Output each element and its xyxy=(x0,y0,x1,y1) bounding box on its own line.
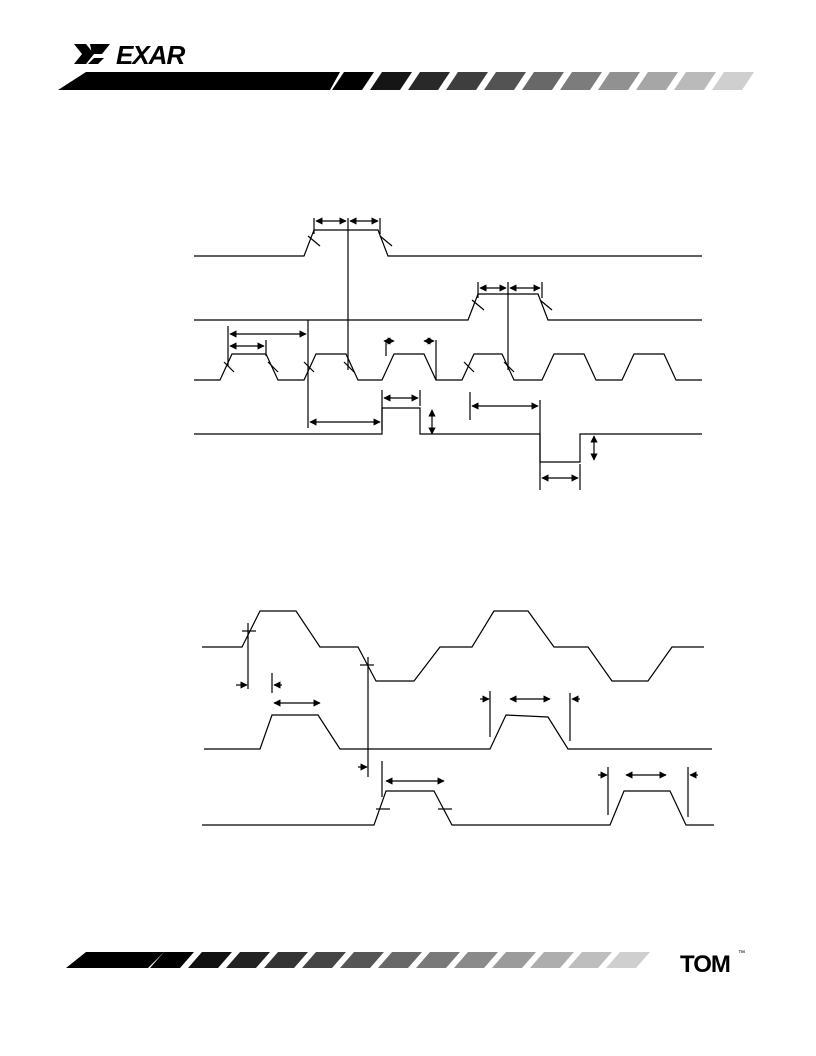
timing-diagram-read-write xyxy=(180,217,720,500)
trademark-mark: ™ xyxy=(738,950,745,957)
footer-stripe xyxy=(454,952,498,968)
footer-stripe xyxy=(264,952,308,968)
tom-product-logo: TOM ™ xyxy=(676,950,756,984)
header-stripe xyxy=(408,72,450,90)
footer-stripe xyxy=(340,952,384,968)
header-stripe xyxy=(674,72,716,90)
signal-1-waveform xyxy=(194,230,702,256)
signal-2-waveform xyxy=(194,294,702,320)
footer-stripe xyxy=(188,952,232,968)
footer-stripe xyxy=(226,952,270,968)
header-stripe xyxy=(712,72,754,90)
footer-band xyxy=(66,952,650,968)
exar-logo: EXAR xyxy=(72,40,212,72)
footer-stripes xyxy=(150,952,650,968)
header-stripe xyxy=(560,72,602,90)
header-stripe xyxy=(636,72,678,90)
footer-stripe xyxy=(378,952,422,968)
header-stripe xyxy=(332,72,374,90)
footer-stripe xyxy=(568,952,612,968)
brand-name: EXAR xyxy=(116,40,185,70)
header-stripe xyxy=(522,72,564,90)
header-band xyxy=(58,72,754,90)
footer-stripe xyxy=(606,952,650,968)
footer-stripe xyxy=(150,952,194,968)
exar-x-logo-icon xyxy=(74,44,110,64)
signal-b-waveform xyxy=(204,715,712,749)
header-stripes xyxy=(332,72,754,90)
header-stripe xyxy=(484,72,526,90)
footer-stripe xyxy=(530,952,574,968)
header-stripe xyxy=(370,72,412,90)
signal-4-waveform xyxy=(194,408,702,462)
header-stripe xyxy=(446,72,488,90)
footer-stripe xyxy=(416,952,460,968)
signal-c-waveform xyxy=(202,791,714,825)
signal-a-waveform xyxy=(202,611,704,681)
signal-3-clock xyxy=(194,354,702,380)
header-stripe xyxy=(598,72,640,90)
timing-diagram-three-signal xyxy=(190,595,725,845)
tom-logo-text: TOM xyxy=(680,951,731,978)
footer-stripe xyxy=(492,952,536,968)
footer-stripe xyxy=(302,952,346,968)
